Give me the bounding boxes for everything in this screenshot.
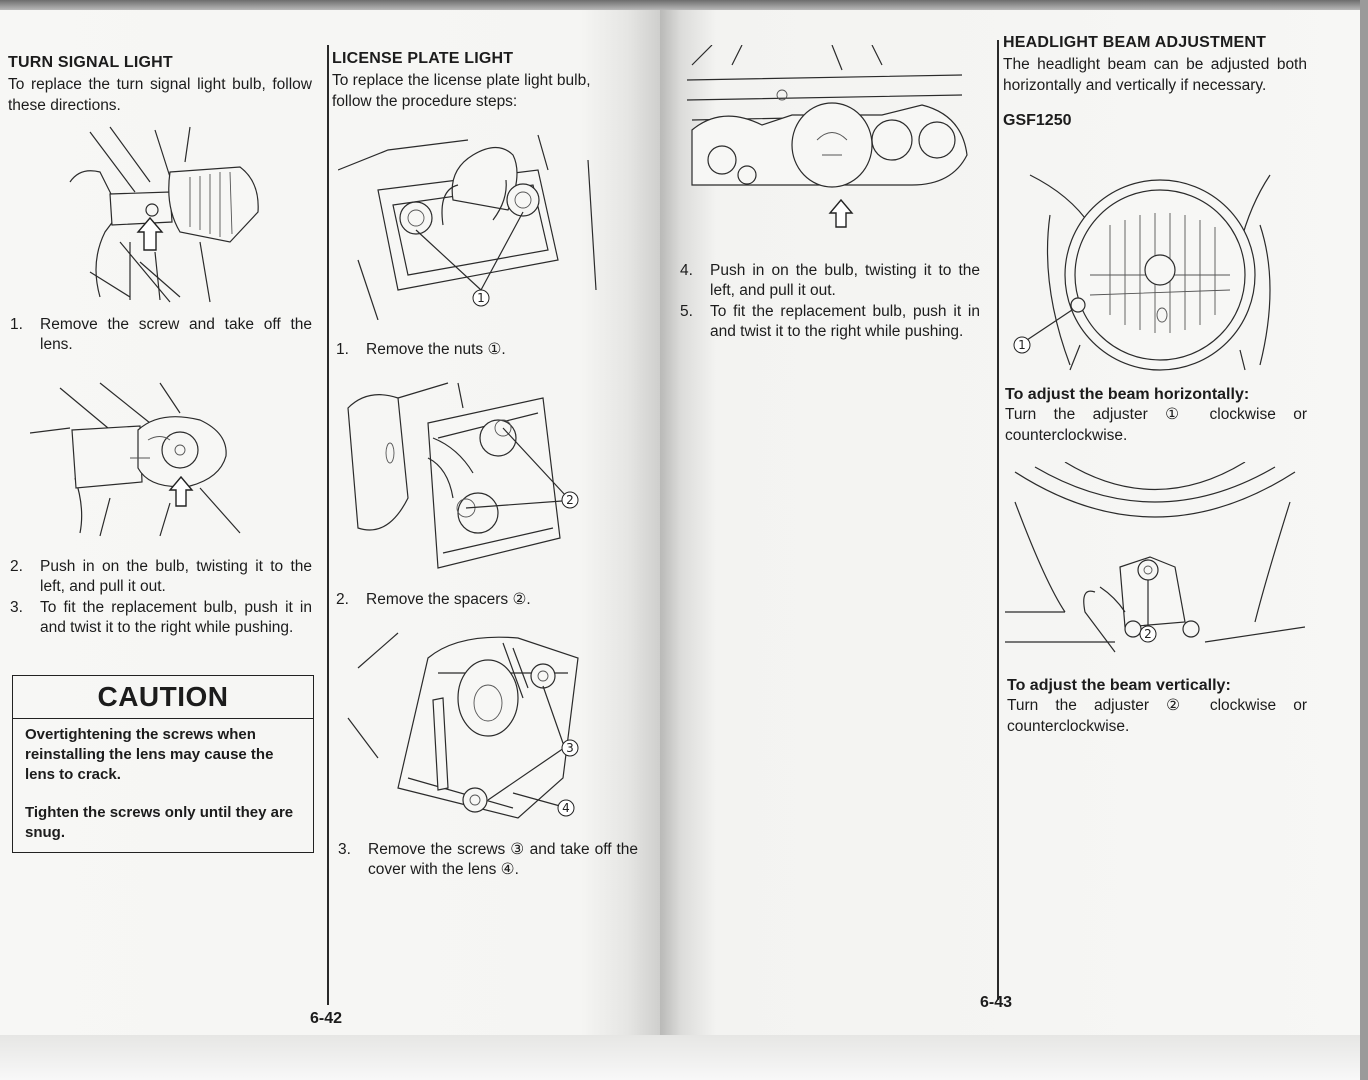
headlight-intro: The headlight beam can be adjusted both … [1003, 56, 1307, 94]
vertical-adjust-section: To adjust the beam vertically: Turn the … [1007, 677, 1307, 737]
vertical-text: Turn the adjuster ② clockwise or counter… [1007, 697, 1307, 735]
caution-box: CAUTION Overtightening the screws when r… [12, 675, 314, 853]
turn-signal-step-3: 3. To fit the replacement bulb, push it … [10, 598, 312, 638]
turn-signal-step-1: 1. Remove the screw and take off the len… [10, 315, 312, 355]
headlight-vertical-figure: 2 [1005, 462, 1305, 667]
step-number: 2. [336, 591, 349, 608]
step-number: 5. [680, 303, 693, 320]
step-number: 2. [10, 558, 23, 575]
turn-signal-lens-figure [60, 122, 270, 307]
scan-top-band [0, 0, 1368, 10]
step-number: 3. [338, 841, 351, 858]
step-text: Remove the nuts ①. [366, 341, 506, 358]
turn-signal-step-2: 2. Push in on the bulb, twisting it to t… [10, 557, 312, 597]
step-number: 1. [336, 341, 349, 358]
horizontal-adjust-section: To adjust the beam horizontally: Turn th… [1005, 386, 1307, 446]
license-plate-step-5: 5. To fit the replacement bulb, push it … [680, 302, 980, 342]
caution-text-1: Overtightening the screws when reinstall… [25, 726, 274, 783]
step-number: 4. [680, 262, 693, 279]
step-text: Remove the spacers ②. [366, 591, 531, 608]
turn-signal-bulb-figure [30, 378, 255, 538]
step-number: 3. [10, 599, 23, 616]
license-plate-cover-figure: 3 4 [338, 628, 598, 828]
license-plate-section: LICENSE PLATE LIGHT To replace the licen… [332, 50, 632, 112]
license-plate-heading: LICENSE PLATE LIGHT [332, 50, 514, 67]
caution-text-2: Tighten the screws only until they are s… [25, 804, 294, 841]
headlight-section: HEADLIGHT BEAM ADJUSTMENT The headlight … [1003, 34, 1307, 130]
caution-title: CAUTION [13, 676, 313, 719]
step-text: To fit the replacement bulb, push it in … [710, 303, 980, 340]
license-plate-step-3: 3. Remove the screws ③ and take off the … [338, 840, 638, 880]
turn-signal-section: TURN SIGNAL LIGHT To replace the turn si… [8, 54, 312, 116]
license-plate-intro: To replace the license plate light bulb,… [332, 72, 591, 110]
license-plate-step-2: 2. Remove the spacers ②. [336, 590, 632, 610]
headlight-horizontal-figure: 1 [1010, 165, 1300, 375]
callout-4-label: 4 [562, 801, 570, 815]
callout-1-label: 1 [477, 291, 485, 305]
left-page-column-rule [327, 45, 329, 1005]
step-text: Push in on the bulb, twisting it to the … [710, 262, 980, 299]
step-text: Remove the screws ③ and take off the cov… [368, 841, 638, 878]
license-plate-bulb-figure [682, 45, 972, 230]
headlight-heading: HEADLIGHT BEAM ADJUSTMENT [1003, 34, 1267, 51]
step-text: Remove the screw and take off the lens. [40, 316, 312, 353]
license-plate-step-4: 4. Push in on the bulb, twisting it to t… [680, 261, 980, 301]
license-plate-spacers-figure: 2 [338, 378, 598, 578]
scan-bottom-band [0, 1035, 1368, 1080]
callout-2-label: 2 [566, 493, 574, 507]
turn-signal-heading: TURN SIGNAL LIGHT [8, 54, 173, 71]
model-label: GSF1250 [1003, 112, 1072, 129]
scan-right-edge [1360, 0, 1368, 1080]
license-plate-nuts-figure: 1 [338, 130, 598, 320]
license-plate-step-1: 1. Remove the nuts ①. [336, 340, 632, 360]
turn-signal-intro: To replace the turn signal light bulb, f… [8, 76, 312, 114]
page-number-right: 6-43 [980, 994, 1013, 1011]
horizontal-text: Turn the adjuster ① clockwise or counter… [1005, 406, 1307, 444]
adjuster-2-callout: 2 [1144, 627, 1152, 641]
horizontal-heading: To adjust the beam horizontally: [1005, 386, 1250, 403]
step-number: 1. [10, 316, 23, 333]
step-text: To fit the replacement bulb, push it in … [40, 599, 312, 636]
right-page-column-rule [997, 40, 999, 1000]
step-text: Push in on the bulb, twisting it to the … [40, 558, 312, 595]
callout-3-label: 3 [566, 741, 574, 755]
vertical-heading: To adjust the beam vertically: [1007, 677, 1231, 694]
adjuster-1-callout: 1 [1018, 338, 1026, 352]
page-number-left: 6-42 [310, 1010, 343, 1027]
